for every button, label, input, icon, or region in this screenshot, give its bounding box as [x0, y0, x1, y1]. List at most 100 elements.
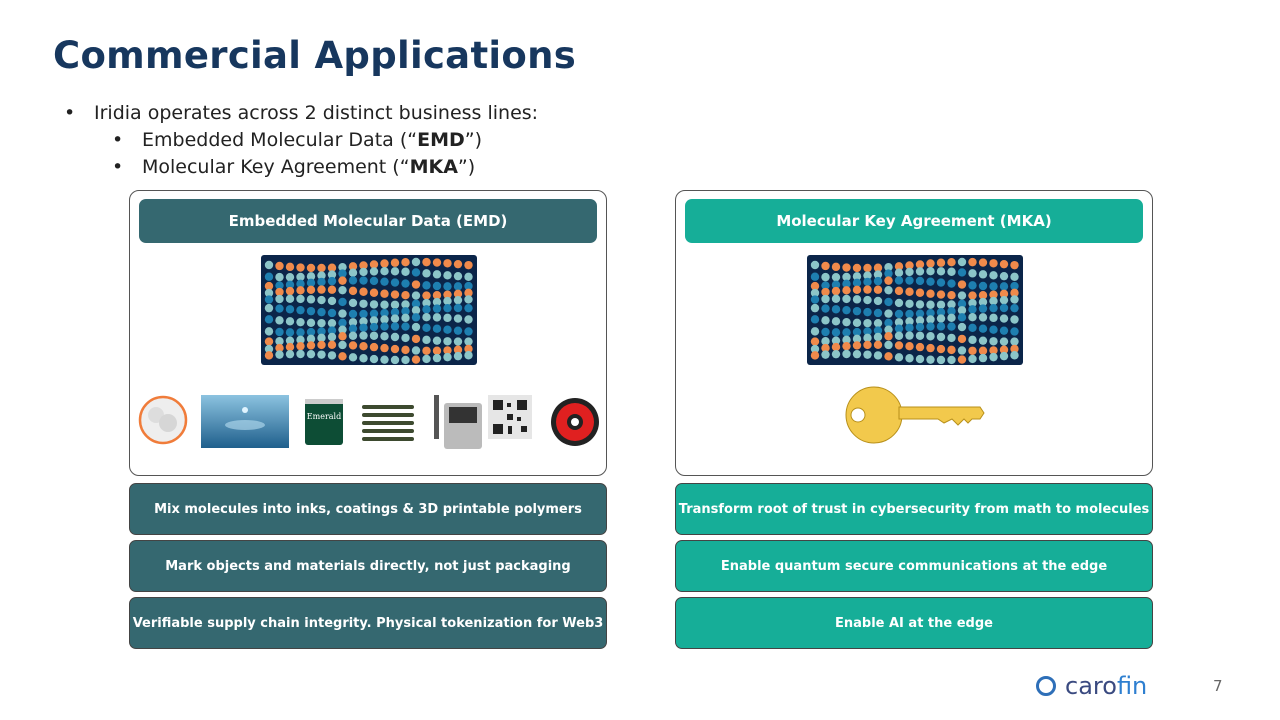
molecule-bead: [989, 325, 998, 334]
molecule-bead: [453, 337, 463, 346]
molecule-bead: [821, 337, 830, 346]
molecule-bead: [894, 353, 904, 362]
molecule-bead: [401, 322, 410, 331]
molecule-bead: [264, 315, 274, 324]
molecule-bead: [306, 272, 316, 281]
molecule-bead: [369, 354, 379, 364]
molecule-bead: [390, 322, 400, 331]
molecule-bead: [432, 313, 442, 322]
molecule-bead: [390, 278, 400, 287]
molecule-bead: [359, 309, 368, 319]
molecule-bead: [296, 317, 305, 327]
molecule-bead: [915, 260, 925, 269]
molecule-bead: [968, 298, 977, 308]
molecule-bead: [306, 295, 316, 304]
molecule-bead: [852, 306, 862, 316]
molecule-bead: [359, 323, 368, 332]
molecule-bead: [275, 287, 284, 297]
molecule-bead: [821, 350, 830, 359]
molecule-bead: [411, 346, 421, 355]
molecule-bead: [401, 307, 410, 316]
molecule-bead: [905, 309, 914, 319]
molecule-bead: [338, 285, 347, 295]
emd-feature-1: Mix molecules into inks, coatings & 3D p…: [129, 483, 607, 535]
molecule-bead: [989, 290, 998, 299]
molecule-bead: [957, 257, 967, 267]
molecule-bead: [810, 288, 820, 298]
molecule-bead: [317, 263, 326, 273]
molecule-bead: [453, 289, 463, 299]
molecule-bead: [810, 303, 820, 313]
molecule-bead: [264, 351, 274, 360]
molecule-bead: [1010, 315, 1019, 324]
molecule-bead: [327, 332, 337, 342]
molecule-bead: [306, 306, 316, 316]
qr-code-image: [488, 395, 532, 439]
molecule-bead: [999, 282, 1009, 291]
bullet-list: •Iridia operates across 2 distinct busin…: [64, 100, 538, 181]
molecule-bead: [957, 280, 967, 289]
molecule-bead: [401, 345, 410, 355]
molecule-bead: [915, 276, 925, 286]
molecule-bead: [968, 346, 977, 355]
molecule-bead: [327, 326, 337, 335]
molecule-bead: [369, 300, 379, 309]
molecule-bead: [443, 259, 452, 268]
molecule-bead: [989, 337, 998, 346]
molecule-bead: [863, 295, 872, 305]
molecule-bead: [359, 317, 368, 326]
molecule-bead: [810, 315, 820, 324]
molecule-bead: [947, 300, 956, 309]
molecule-bead: [873, 340, 883, 350]
paint-label: Emerald: [307, 412, 341, 421]
molecule-bead: [842, 341, 851, 351]
molecule-bead: [842, 349, 851, 359]
bullet-text: ”): [464, 129, 483, 151]
molecule-bead: [380, 300, 389, 309]
molecule-bead: [926, 332, 935, 341]
molecule-bead: [317, 277, 326, 287]
molecule-bead: [831, 262, 841, 272]
molecule-bead: [327, 318, 337, 328]
molecule-bead: [1010, 327, 1019, 336]
molecule-bead: [317, 295, 326, 305]
molecule-bead: [338, 309, 347, 318]
molecule-bead: [884, 309, 893, 318]
molecule-bead: [390, 332, 400, 342]
emd-header: Embedded Molecular Data (EMD): [139, 199, 597, 243]
molecule-bead: [380, 322, 389, 331]
molecule-bead: [863, 333, 872, 343]
molecule-bead: [296, 272, 305, 282]
molecule-bead: [989, 296, 998, 306]
molecule-bead: [422, 305, 431, 314]
molecule-bead: [411, 313, 421, 322]
molecule-bead: [905, 276, 914, 285]
molecule-bead: [401, 313, 410, 323]
molecule-bead: [936, 258, 946, 267]
molecule-bead: [978, 270, 988, 279]
molecule-bead: [884, 340, 893, 350]
molecule-bead: [894, 268, 904, 277]
molecule-bead: [968, 291, 977, 300]
molecule-bead: [915, 316, 925, 325]
molecule-bead: [348, 331, 358, 340]
page-number: 7: [1213, 677, 1223, 695]
molecule-bead: [1010, 344, 1019, 354]
molecule-bead: [348, 268, 358, 277]
molecule-bead: [411, 334, 421, 344]
molecule-bead: [957, 299, 967, 309]
molecule-bead: [894, 298, 904, 308]
molecule-bead: [443, 352, 452, 362]
molecule-bead: [926, 355, 935, 364]
molecule-bead: [422, 323, 431, 332]
molecule-bead: [831, 317, 841, 326]
molecule-bead: [915, 267, 925, 276]
molecule-bead: [831, 286, 841, 296]
bullet-mka: •Molecular Key Agreement (“MKA”): [112, 156, 476, 178]
molecule-bead: [947, 355, 956, 365]
molecule-bead: [285, 328, 295, 337]
molecule-bead: [401, 291, 410, 300]
molecule-bead: [380, 259, 389, 268]
molecule-bead: [863, 277, 872, 287]
